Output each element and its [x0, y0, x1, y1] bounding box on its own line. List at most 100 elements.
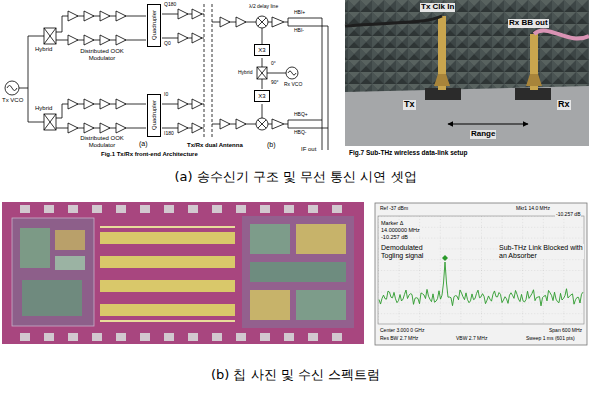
hybrid-coupler [44, 28, 56, 44]
amplifier-symbol [192, 123, 202, 133]
tripler-block: X3 [254, 90, 270, 102]
screen-text: -10.257 dB [380, 234, 409, 240]
hybrid-coupler [44, 114, 56, 130]
quadrupler-block: Quadrupler [147, 94, 161, 137]
annotation: Demodulated Togling signal [380, 244, 438, 259]
vco-symbol [286, 67, 298, 79]
signal-name: Q0 [163, 41, 172, 47]
photo-label: Rx BB out [508, 19, 549, 28]
amplifier-symbol [272, 17, 284, 27]
amplifier-symbol [220, 17, 230, 27]
signal-wire [262, 79, 263, 89]
amplifier-symbol [178, 123, 188, 133]
spectrum-trace [379, 262, 583, 306]
node-text: Quadrupler [151, 10, 157, 40]
chip-photo [250, 262, 346, 282]
chip-photo [14, 205, 350, 213]
node-text: Quadrupler [151, 100, 157, 130]
screen-text: VBW 2.7 MHz [455, 336, 488, 342]
amplifier-symbol [178, 33, 188, 43]
block-label: Distributed OOK Modulator [70, 48, 134, 61]
annotation: Sub-THz Link Blocked with an Absorber [498, 244, 584, 259]
chip-photo [296, 224, 346, 254]
chip-photo [100, 320, 235, 322]
signal-wire [267, 73, 286, 74]
screen-text: Span 600 MHz [548, 328, 583, 334]
quadrupler-block: Quadrupler [147, 4, 161, 47]
amplifier-symbol [100, 35, 110, 45]
part-letter: (b) [266, 141, 277, 149]
amplifier-symbol [84, 35, 94, 45]
signal-wire [262, 104, 263, 118]
hybrid-coupler [257, 67, 267, 79]
amplifier-symbol [116, 123, 126, 133]
amplifier-symbol [116, 35, 126, 45]
part-letter: (a) [138, 140, 149, 148]
node-text: X3 [258, 93, 265, 99]
signal-wire [19, 36, 44, 88]
screen-text: Center 3.000 0 GHz [379, 328, 425, 334]
chip-photo [22, 280, 82, 316]
mixer-symbol [256, 16, 268, 28]
spectrum-screen [375, 203, 587, 345]
chip-photo [55, 256, 85, 270]
block-label: Distributed OOK Modulator [70, 135, 134, 148]
chip-photo [2, 202, 364, 344]
vco-label: Rx VCO [283, 82, 303, 88]
vco-label: Tx VCO [1, 97, 24, 104]
phase-label: 0° [270, 61, 277, 67]
photo-label: Range [470, 130, 496, 139]
chip-photo [100, 304, 235, 316]
mixer-symbol [256, 16, 268, 130]
amplifier-symbol [84, 99, 94, 109]
figure-caption: Fig.7 Sub-THz wireless data-link setup [348, 149, 468, 156]
chip-photo [242, 216, 354, 328]
amplifier-symbol [84, 11, 94, 21]
signal-name: HBQ+ [293, 112, 309, 118]
chip-photo [55, 230, 85, 250]
amplifier-symbol [100, 123, 110, 133]
amplifier-symbol [68, 35, 78, 45]
signal-wire [284, 18, 322, 150]
chip-photo [2, 202, 364, 344]
block-label: λ/2 delay line [248, 4, 279, 10]
amplifier-symbol [68, 99, 78, 109]
amplifier-symbol [116, 99, 126, 109]
amplifier-symbol [68, 123, 78, 133]
antenna-boundary [204, 4, 212, 138]
mixer-symbol [258, 18, 266, 26]
tripler-block: X3 [254, 44, 270, 56]
signal-wire [212, 22, 256, 23]
signal-wire [262, 58, 263, 67]
amplifier-symbol [68, 9, 284, 133]
hybrid-coupler [44, 28, 56, 44]
setup-photo [345, 86, 589, 146]
signal-name: I0 [163, 92, 169, 98]
signal-wire [268, 22, 272, 23]
mixer-symbol [256, 118, 268, 130]
amplifier-symbol [236, 17, 246, 27]
photo-label: Tx Clk In [420, 3, 455, 12]
subfigure-caption: (b) 칩 사진 및 수신 스펙트럼 [0, 368, 589, 382]
spectrum-trace [442, 255, 448, 261]
amplifier-symbol [116, 11, 126, 21]
photo-label: Tx [403, 100, 416, 110]
setup-photo [526, 74, 542, 86]
signal-name: HBQ- [293, 130, 308, 136]
antenna-boundary [212, 4, 213, 138]
chip-photo [250, 290, 290, 320]
amplifier-symbol [192, 9, 202, 19]
signal-name: IF out [300, 146, 317, 153]
chip-photo [100, 232, 235, 244]
signal-wire [288, 124, 328, 128]
chip-photo [12, 218, 94, 326]
vco-symbol [5, 81, 19, 95]
setup-photo [345, 0, 589, 146]
screen-text: -10.257 dB [555, 212, 581, 218]
screen-text: 14.000000 MHz [380, 227, 421, 233]
amplifier-symbol [192, 33, 202, 43]
signal-wire [19, 14, 328, 150]
block-label: Hybrid [34, 105, 53, 112]
node-text: X3 [258, 47, 265, 53]
